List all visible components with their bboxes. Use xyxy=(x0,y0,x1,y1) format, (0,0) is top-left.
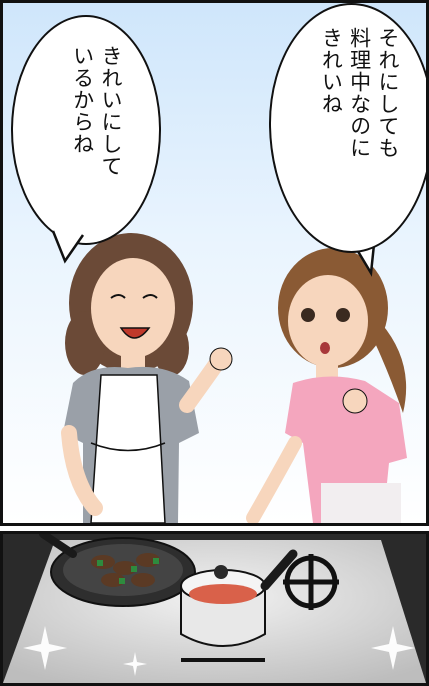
sparkle-2 xyxy=(371,626,415,670)
woman-left-apron xyxy=(90,374,166,523)
saucepan xyxy=(180,549,298,647)
sparkle-1 xyxy=(23,626,67,670)
bottom-panel xyxy=(0,531,429,686)
burner-right xyxy=(283,554,339,610)
woman-right-face xyxy=(288,275,368,367)
top-panel: きれいにして いるからね それにしても 料理中なのに きれいね xyxy=(0,0,429,526)
kitchen-scene xyxy=(61,233,407,523)
stovetop-scene xyxy=(3,534,426,683)
sparkle-3 xyxy=(123,652,147,676)
food-in-pan xyxy=(91,553,160,587)
speech-bubble-right: それにしても 料理中なのに きれいね xyxy=(269,3,426,253)
woman-left-face xyxy=(91,258,175,358)
speech-text-left: きれいにして いるからね xyxy=(70,45,123,177)
speech-bubble-left: きれいにして いるからね xyxy=(11,15,161,245)
speech-text-right: それにしても 料理中なのに きれいね xyxy=(319,27,400,159)
